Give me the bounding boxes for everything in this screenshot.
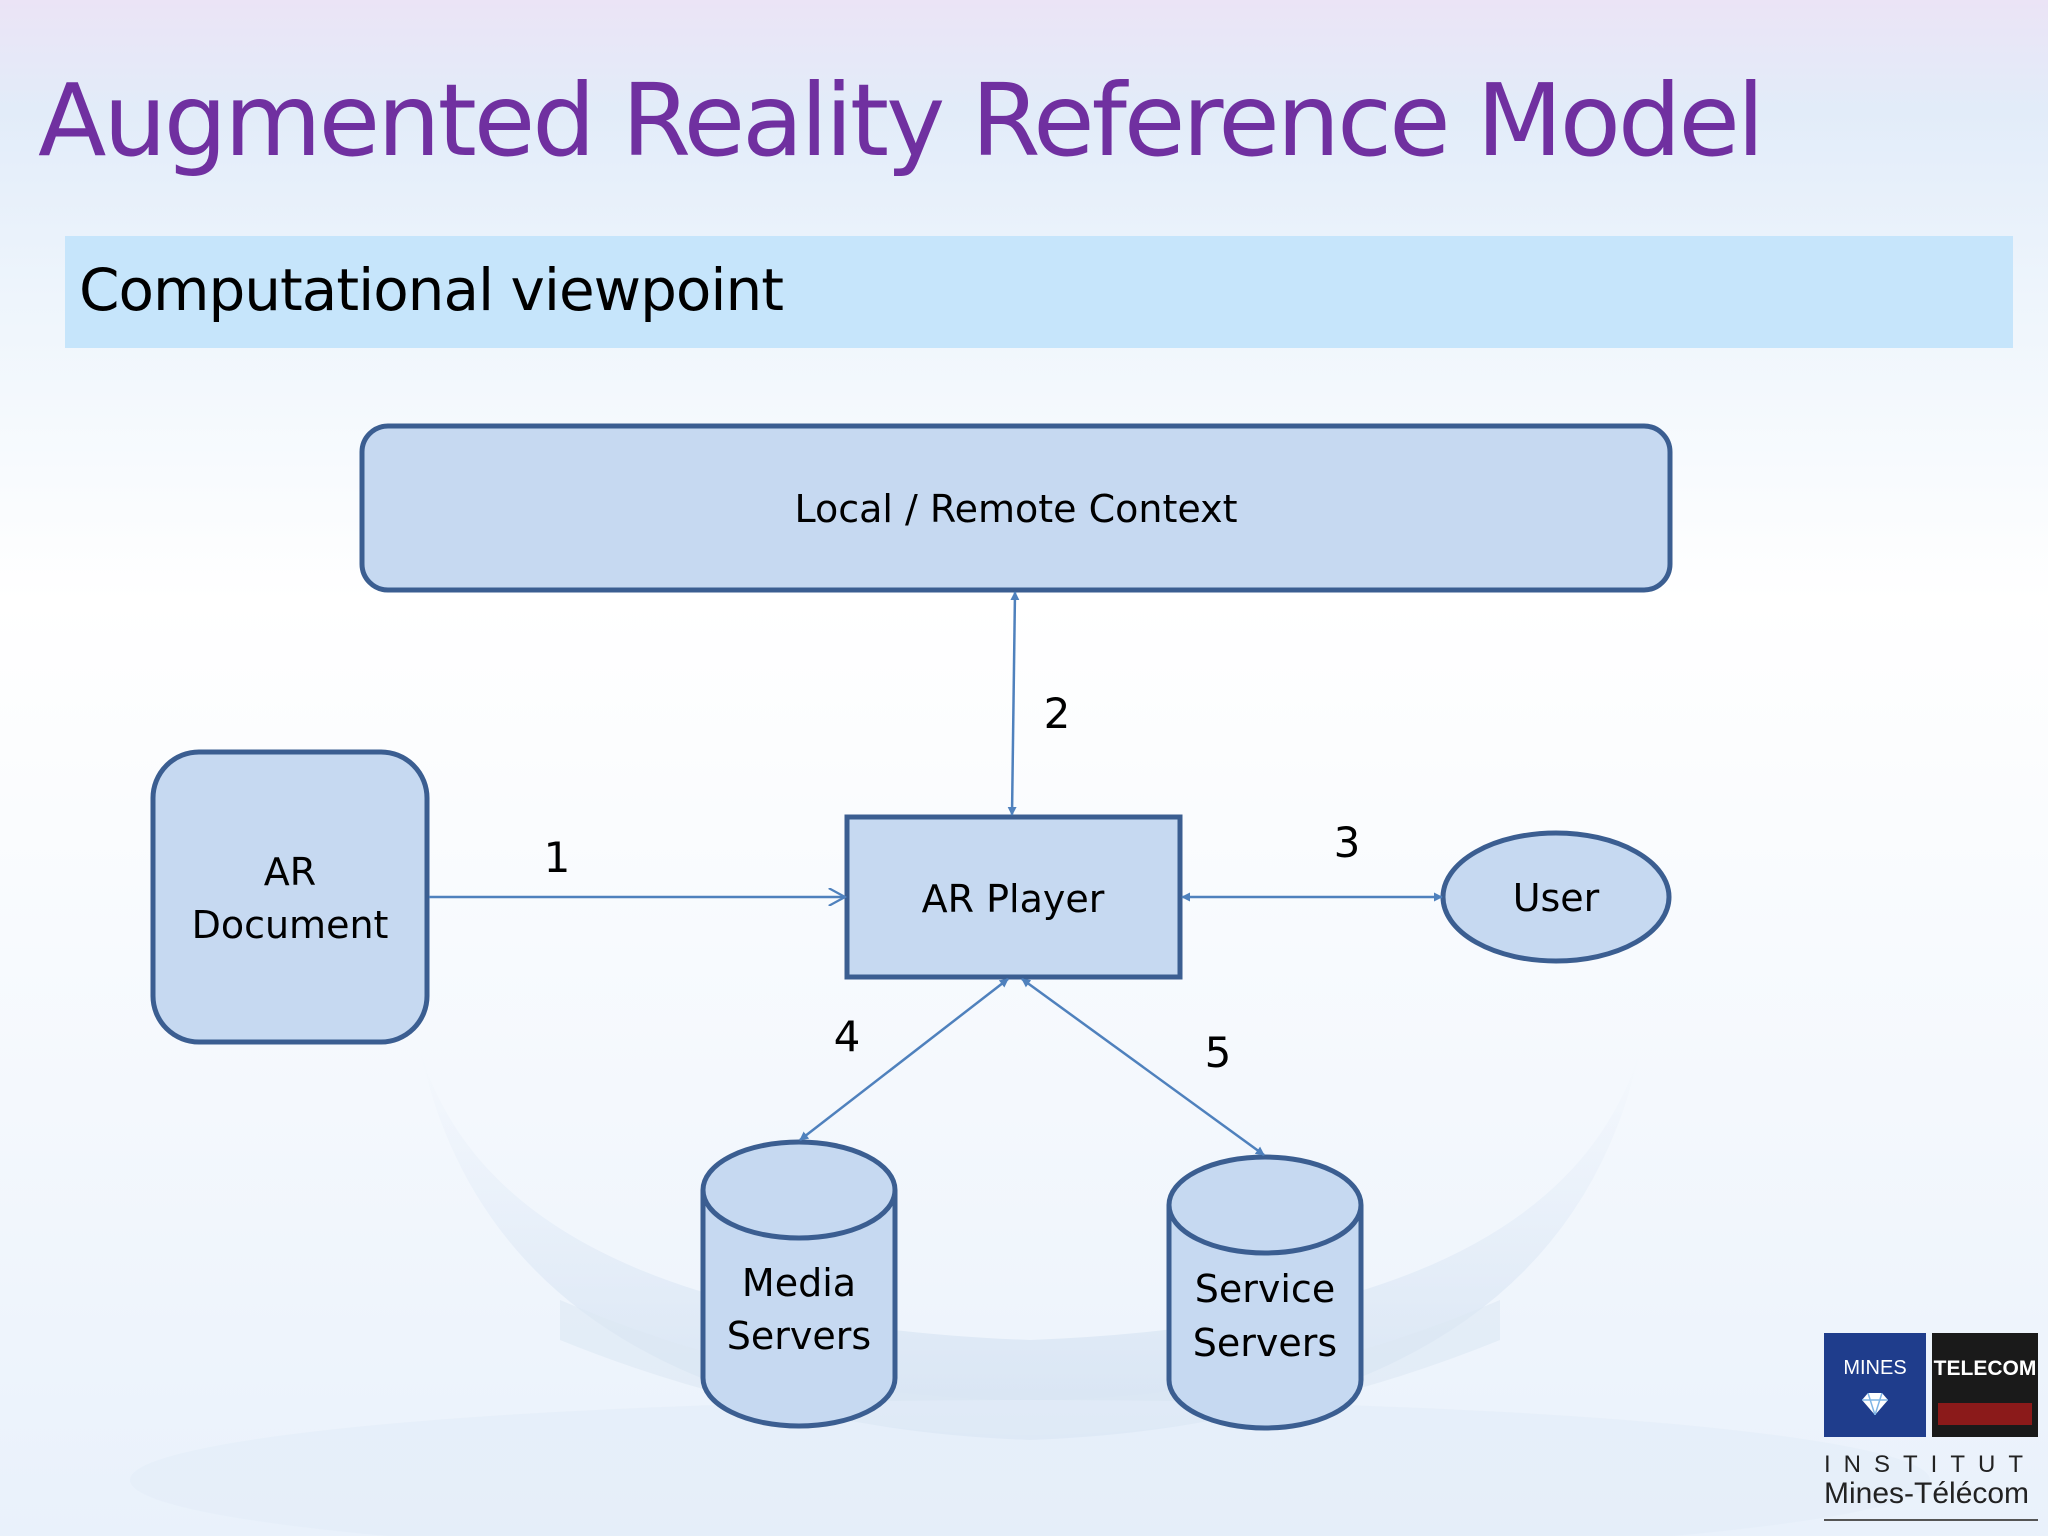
logo-mines-block: MINES — [1824, 1333, 1926, 1437]
edge-label-5: 5 — [1205, 1028, 1232, 1077]
institut-mines-telecom-logo: MINES TELECOM INSTITUT Mines-Télécom — [1824, 1333, 2038, 1523]
logo-mines-text: MINES — [1843, 1357, 1907, 1379]
arrow-player-service — [1021, 977, 1265, 1157]
ar-document-label-line1: AR — [264, 850, 316, 894]
logo-telecom-band — [1938, 1403, 2032, 1425]
context-label: Local / Remote Context — [794, 487, 1237, 531]
logo-rule — [1824, 1519, 2038, 1521]
ar-document-node: AR Document — [150, 749, 430, 1045]
logo-telecom-text: TELECOM — [1933, 1357, 2037, 1380]
media-servers-label-line1: Media — [742, 1261, 856, 1305]
service-servers-label-line1: Service — [1195, 1267, 1335, 1311]
slide-title: Augmented Reality Reference Model — [38, 62, 1765, 179]
logo-telecom-block: TELECOM — [1932, 1333, 2038, 1437]
ar-document-label-line2: Document — [192, 903, 389, 947]
service-servers-label-line2: Servers — [1193, 1321, 1337, 1365]
edge-label-2: 2 — [1044, 689, 1071, 738]
service-servers-node: Service Servers — [1166, 1154, 1364, 1431]
ar-player-label: AR Player — [922, 877, 1105, 921]
ar-player-node: AR Player — [844, 814, 1183, 980]
logo-name-text: Mines-Télécom — [1824, 1477, 2030, 1510]
arrow-player-context — [1007, 591, 1020, 816]
subtitle-bar: Computational viewpoint — [65, 236, 2013, 348]
edge-label-1: 1 — [544, 833, 571, 882]
user-node: User — [1440, 830, 1672, 964]
logo-institut-text: INSTITUT — [1824, 1451, 2036, 1478]
edge-label-4: 4 — [834, 1012, 861, 1061]
arrow-player-media — [799, 978, 1009, 1141]
media-servers-node: Media Servers — [700, 1139, 898, 1429]
context-node: Local / Remote Context — [359, 423, 1673, 593]
media-servers-label-line2: Servers — [727, 1314, 871, 1358]
slide-subtitle: Computational viewpoint — [79, 256, 784, 324]
user-label: User — [1513, 876, 1600, 920]
edge-label-3: 3 — [1334, 818, 1361, 867]
diamond-icon — [1862, 1393, 1888, 1415]
